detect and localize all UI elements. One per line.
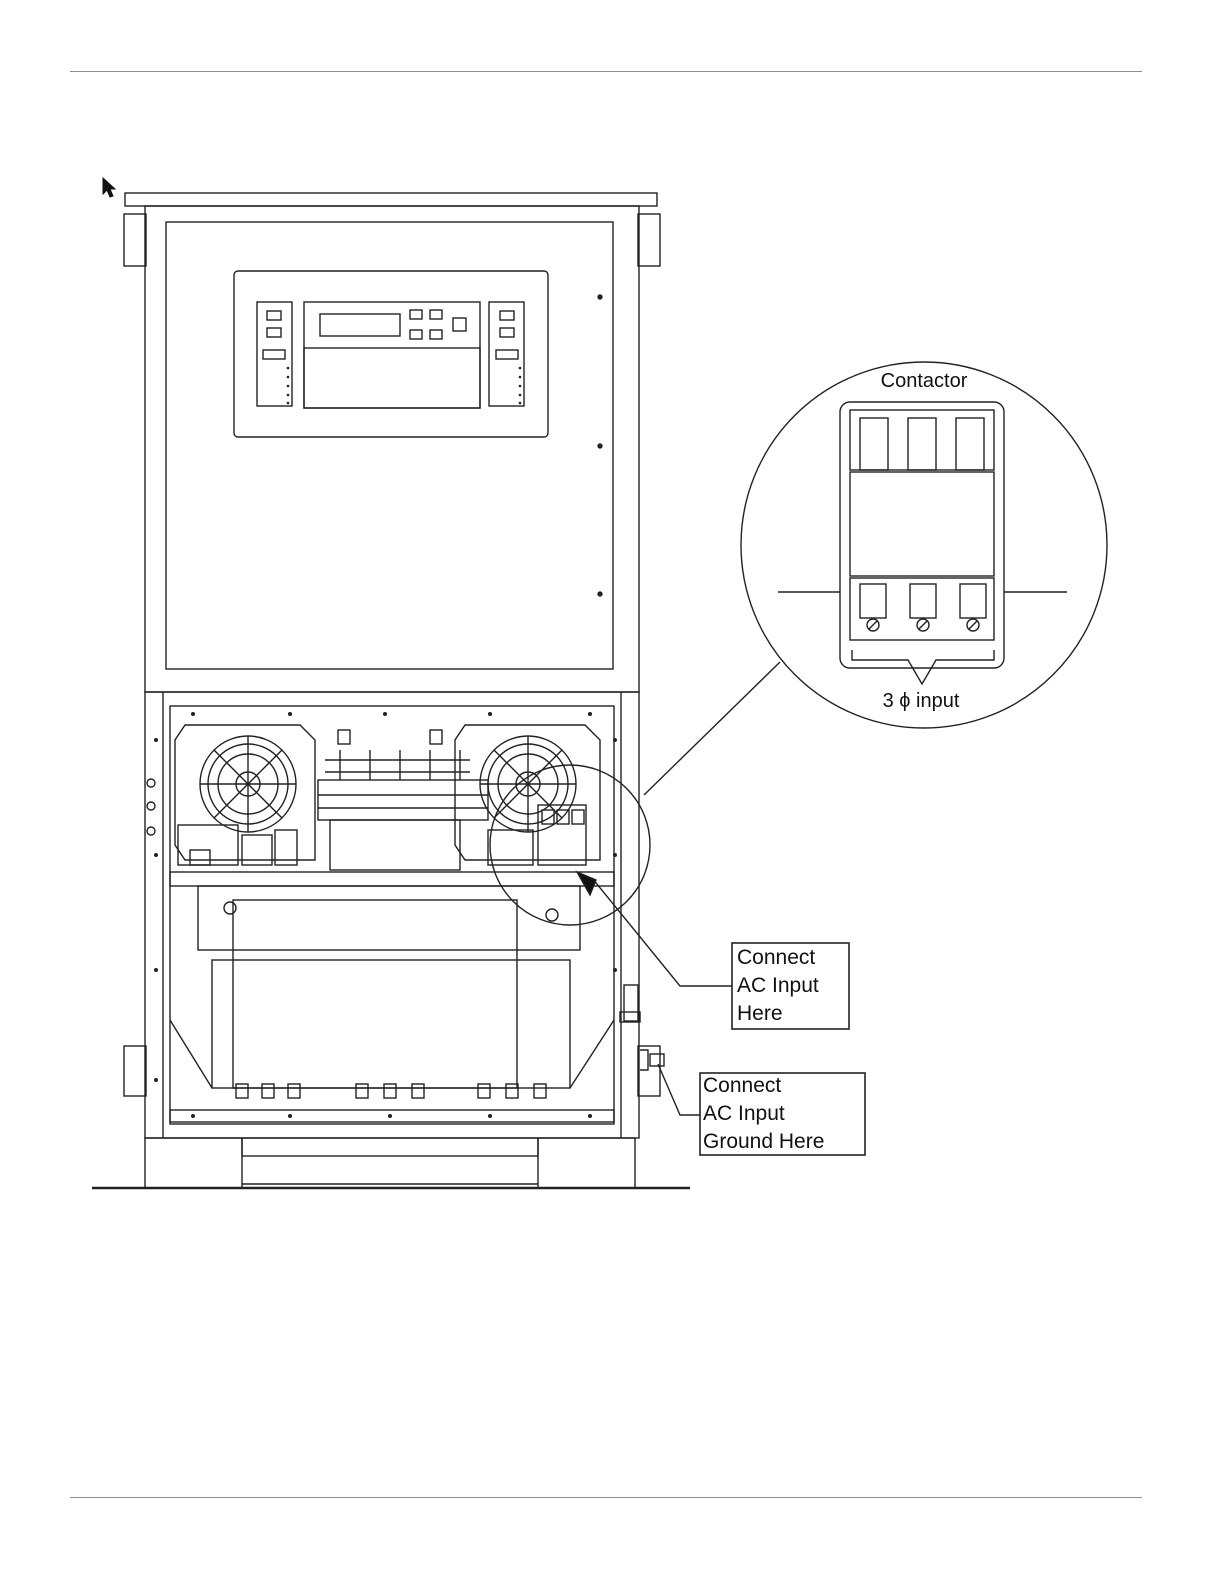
control-panel: [234, 271, 548, 437]
callout-ground-line1: Connect: [703, 1074, 781, 1097]
fan-left: [175, 725, 315, 860]
fan-right: [455, 725, 600, 860]
cursor-icon: [103, 178, 115, 197]
bus-bar-assembly: [170, 730, 614, 886]
cabinet-upper: [124, 193, 660, 692]
callout-ac-ground: Connect AC Input Ground Here: [658, 1064, 865, 1155]
callout-ac-input-line3: Here: [737, 1002, 783, 1025]
callout-ac-input-line2: AC Input: [737, 974, 819, 997]
three-phase-input-label: 3 ϕ input: [883, 690, 960, 712]
callout-ground-line3: Ground Here: [703, 1130, 824, 1153]
contactor-label: Contactor: [881, 370, 968, 392]
contactor-detail-magnifier: [490, 362, 1107, 925]
callout-ground-line2: AC Input: [703, 1102, 785, 1125]
base-skids: [92, 1138, 690, 1188]
callout-ac-input: Connect AC Input Here: [577, 872, 849, 1029]
callout-ac-input-line1: Connect: [737, 946, 815, 969]
transformer: [170, 886, 664, 1098]
